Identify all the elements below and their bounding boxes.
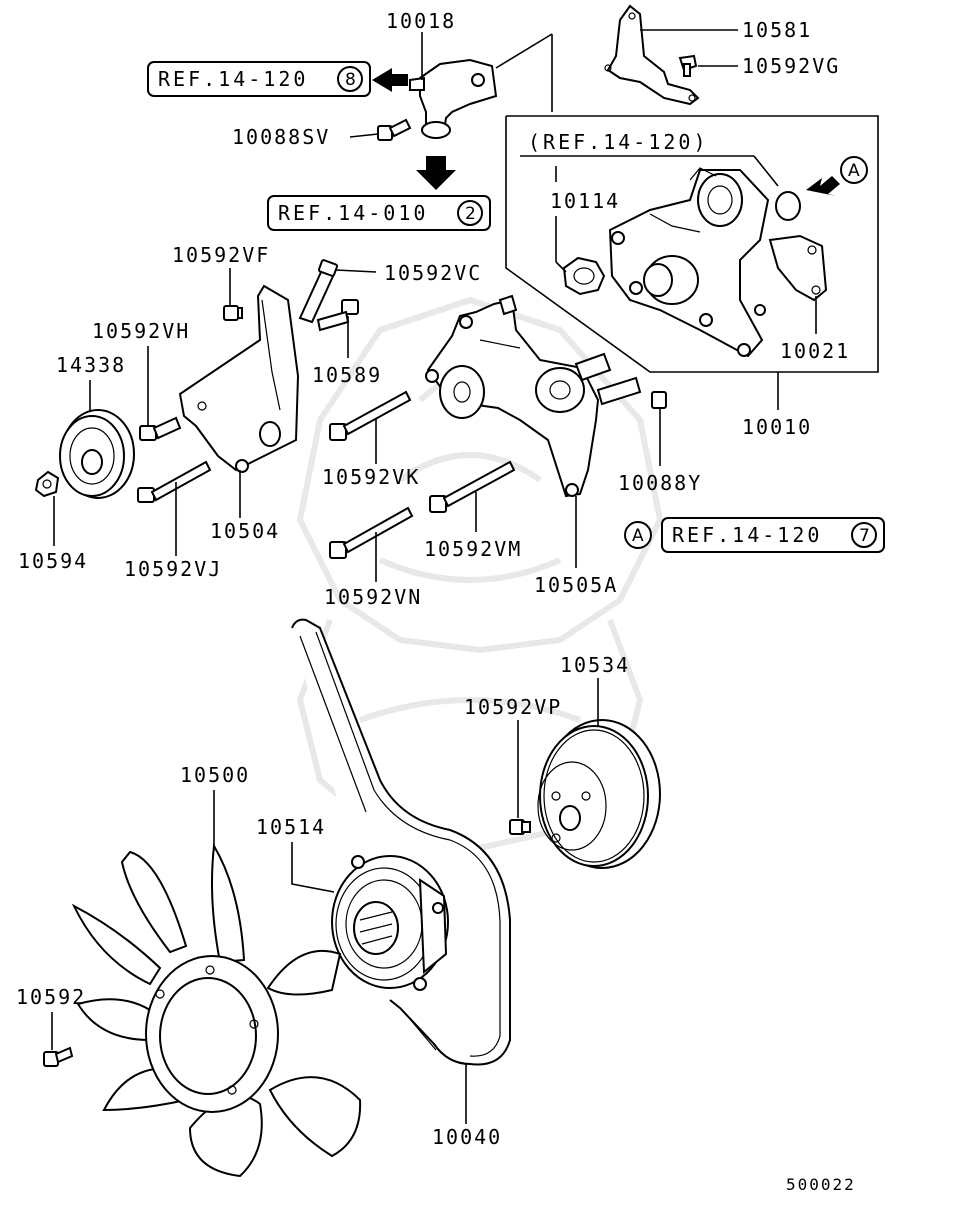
bolt-10592vn-part [329,506,414,559]
bolt-10592vp-part [509,819,531,835]
bolt-10592vc-part [298,259,339,324]
svg-text:REF.14-120: REF.14-120 [672,523,822,547]
label-10021[interactable]: 10021 [780,339,850,363]
down-arrow-icon [416,156,456,190]
svg-text:7: 7 [859,526,870,546]
pulley-10534-part [537,719,661,869]
label-10514[interactable]: 10514 [256,815,326,839]
label-10018[interactable]: 10018 [386,9,456,33]
bolt-10088y-part [651,391,667,409]
label-10592vf[interactable]: 10592VF [172,243,270,267]
outlet-fitting-part [409,58,498,139]
bolt-10592vf-part [223,305,243,321]
ref-box-14-010-2[interactable]: REF.14-010 2 [267,195,491,231]
label-10592vn[interactable]: 10592VN [324,585,422,609]
label-14338[interactable]: 14338 [56,353,126,377]
svg-text:8: 8 [345,70,356,90]
bolt-10592vm-part [429,460,516,513]
marker-a-top: A [840,156,868,184]
fan-clutch-part [331,855,449,991]
idler-pulley-part [59,409,135,499]
label-10088y[interactable]: 10088Y [618,471,702,495]
ref-text-14-120[interactable]: (REF.14-120) [528,130,709,154]
o-ring-part [775,191,801,221]
bracket-10581-part [604,4,700,106]
bolt-10592vj-part [137,460,212,503]
svg-text:REF.14-010: REF.14-010 [278,201,428,225]
left-arrow-icon [372,68,408,92]
bolt-10088sv-part [377,118,412,141]
label-10592vc[interactable]: 10592VC [384,261,482,285]
bolt-10592vg-part [678,54,698,77]
svg-text:REF.14-120: REF.14-120 [158,67,308,91]
bolt-10589-part [316,299,359,332]
diagram-number: 500022 [786,1175,856,1194]
svg-text:A: A [848,161,860,181]
label-10592vg[interactable]: 10592VG [742,54,840,78]
bolt-10592-part [43,1046,74,1067]
gasket-10114-part [562,256,606,296]
label-10505a[interactable]: 10505A [534,573,618,597]
ref-box-14-120-8[interactable]: REF.14-120 8 [147,61,371,97]
label-10589[interactable]: 10589 [312,363,382,387]
label-10592vk[interactable]: 10592VK [322,465,420,489]
water-pump-part [608,167,770,358]
label-10088sv[interactable]: 10088SV [232,125,330,149]
main-bracket-part [425,294,642,498]
label-10040[interactable]: 10040 [432,1125,502,1149]
label-10581[interactable]: 10581 [742,18,812,42]
right-arrow-icon [806,176,840,196]
nut-10594-part [34,470,60,498]
drive-belt-part [291,618,511,1066]
gasket-10021-part [768,234,828,302]
svg-text:(REF.14-120): (REF.14-120) [528,130,709,154]
svg-text:2: 2 [465,204,476,224]
bolt-10592vh-part [139,416,182,441]
label-10500[interactable]: 10500 [180,763,250,787]
label-10010[interactable]: 10010 [742,415,812,439]
cooling-fan-part [71,842,362,1178]
bolt-10592vk-part [329,390,412,441]
ref-box-14-120-7[interactable]: REF.14-120 7 [661,517,885,553]
label-10592vm[interactable]: 10592VM [424,537,522,561]
label-10534[interactable]: 10534 [560,653,630,677]
label-10592vj[interactable]: 10592VJ [124,557,222,581]
label-10594[interactable]: 10594 [18,549,88,573]
label-10504[interactable]: 10504 [210,519,280,543]
svg-text:A: A [632,526,644,546]
label-10114[interactable]: 10114 [550,189,620,213]
label-10592vp[interactable]: 10592VP [464,695,562,719]
label-10592vh[interactable]: 10592VH [92,319,190,343]
label-10592[interactable]: 10592 [16,985,86,1009]
idler-bracket-part [178,284,300,473]
marker-a-bottom: A [624,521,652,549]
